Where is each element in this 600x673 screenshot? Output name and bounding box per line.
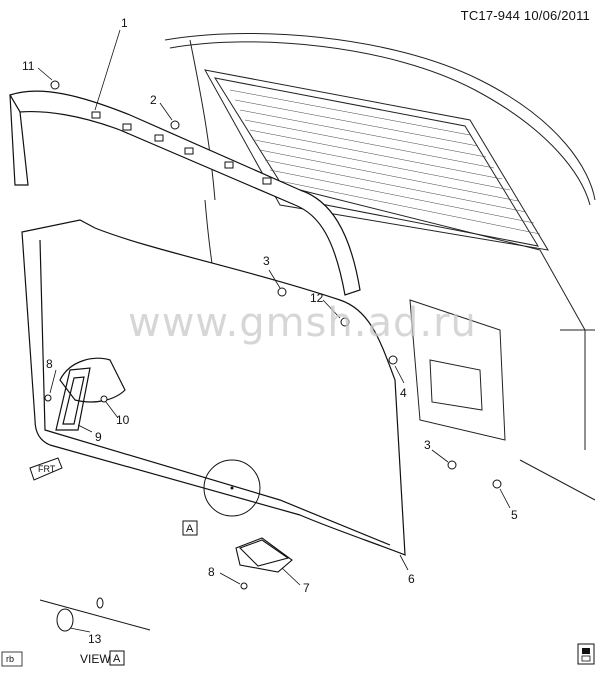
view-reference: VIEW A [80, 650, 125, 666]
watermark: www.gmsh.ad.ru [128, 300, 477, 346]
callout-11: 11 [22, 59, 35, 73]
lower-trim-panel [21, 219, 406, 556]
front-arrow: FRT [29, 457, 63, 481]
callout-7: 7 [303, 581, 310, 595]
bracket-part [235, 537, 293, 573]
callout-labels: 1 2 11 3 12 4 8 10 9 3 5 6 7 8 13 [22, 16, 518, 646]
front-arrow-label: FRT [38, 464, 56, 474]
callout-12: 12 [310, 291, 324, 305]
leader-lines [37, 29, 511, 633]
glass-hatching [229, 89, 541, 235]
trim-clips [91, 111, 272, 185]
callout-10: 10 [116, 413, 130, 427]
callout-5: 5 [511, 508, 518, 522]
cap-part [39, 597, 151, 632]
view-label: VIEW [80, 652, 111, 666]
callout-1: 1 [121, 16, 128, 30]
corner-code-box: rb [1, 651, 23, 667]
fasteners [44, 80, 502, 590]
callout-9: 9 [95, 430, 102, 444]
view-box-label: A [113, 653, 121, 665]
callout-3b: 3 [424, 438, 431, 452]
upper-trim-panel [9, 90, 361, 296]
callout-4: 4 [400, 386, 407, 400]
detail-marker: A [182, 520, 198, 536]
callout-8a: 8 [46, 357, 53, 371]
pull-strap [55, 367, 91, 431]
callout-8b: 8 [208, 565, 215, 579]
callout-6: 6 [408, 572, 415, 586]
liftgate-frame [164, 33, 596, 501]
callout-2: 2 [150, 93, 157, 107]
publisher-logo [577, 643, 595, 665]
callout-3a: 3 [263, 254, 270, 268]
detail-marker-label: A [186, 523, 194, 535]
detail-circle [203, 459, 261, 517]
drawing-code: TC17-944 10/06/2011 [460, 8, 590, 23]
corner-code: rb [6, 654, 14, 664]
callout-13: 13 [88, 632, 102, 646]
